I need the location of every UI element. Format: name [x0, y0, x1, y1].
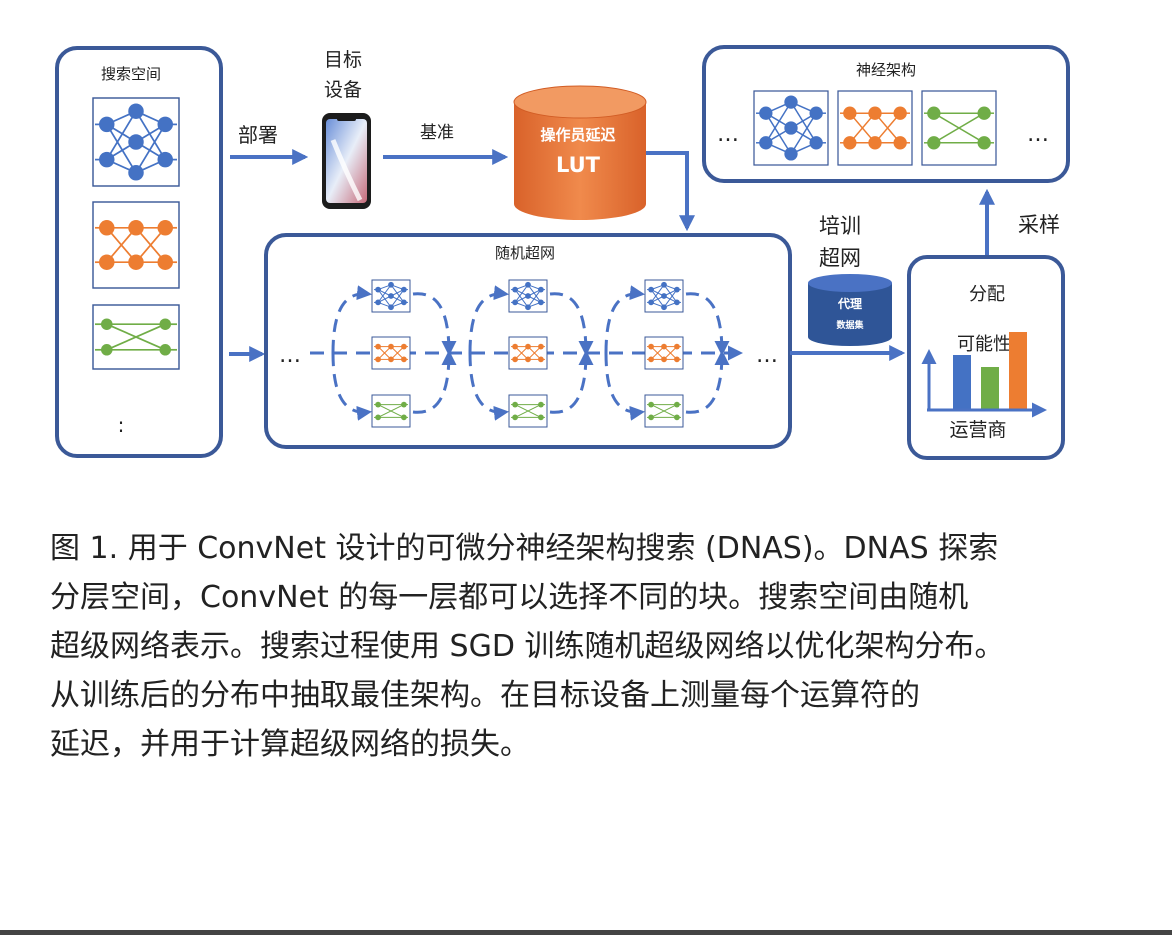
benchmark-label: 基准 — [420, 123, 454, 143]
search-space-title: 搜索空间 — [101, 65, 161, 83]
op-latency-label: 操作员延迟 — [540, 126, 615, 144]
deploy-label: 部署 — [238, 123, 278, 147]
neural-architecture-title: 神经架构 — [856, 61, 916, 79]
caption-line-4: 从训练后的分布中抽取最佳架构。在目标设备上测量每个运算符的 — [50, 678, 920, 713]
sampling-label: 采样 — [1018, 213, 1060, 237]
supernet-layer-2 — [468, 279, 594, 428]
phone-icon — [322, 113, 371, 209]
neural-architecture-panel: 神经架构 … … — [702, 45, 1070, 183]
probability-label: 可能性 — [957, 334, 1011, 355]
bottom-border — [0, 930, 1172, 935]
search-block-green — [92, 304, 180, 370]
supernet-block-1-orange — [371, 336, 411, 370]
proxy-dataset-label-1: 代理 — [837, 296, 862, 311]
search-space-panel: 搜索空间 : — [55, 46, 223, 458]
caption-line-5: 延迟，并用于计算超级网络的损失。 — [50, 727, 530, 762]
proxy-dataset-label-2: 数据集 — [836, 319, 864, 331]
probability-bar-green — [981, 367, 999, 409]
figure-caption: 图 1. 用于 ConvNet 设计的可微分神经架构搜索 (DNAS)。DNAS… — [50, 524, 1130, 769]
supernet-layers — [310, 279, 743, 428]
supernet-layer-3 — [604, 279, 730, 428]
train-supernet-label-2: 超网 — [819, 246, 861, 270]
target-device-label-1: 目标 — [324, 49, 362, 71]
search-space-more: : — [118, 413, 125, 437]
lut-label: LUT — [556, 153, 601, 177]
supernet-block-2-green — [508, 394, 548, 428]
supernet-block-1-green — [371, 394, 411, 428]
distribution-panel: 分配 可能性 运营商 — [907, 255, 1065, 460]
probability-bars — [953, 332, 1027, 409]
lut-to-supernet-arrow — [646, 151, 695, 232]
probability-bar-blue — [953, 355, 971, 409]
probability-bar-orange — [1009, 332, 1027, 409]
supernet-block-2-blue — [508, 279, 548, 313]
caption-line-1: 图 1. 用于 ConvNet 设计的可微分神经架构搜索 (DNAS)。DNAS… — [50, 531, 999, 566]
supernet-block-1-blue — [371, 279, 411, 313]
distribution-title: 分配 — [969, 284, 1005, 305]
stochastic-supernet-panel: 随机超网 … … — [264, 233, 792, 449]
supernet-ellipsis-right: … — [756, 343, 778, 368]
search-block-blue — [92, 97, 180, 187]
arch-ellipsis-left: … — [717, 122, 739, 147]
supernet-block-3-blue — [644, 279, 684, 313]
supernet-block-2-orange — [508, 336, 548, 370]
arch-ellipsis-right: … — [1027, 122, 1049, 147]
arch-block-green — [921, 90, 997, 166]
supernet-layer-1 — [331, 279, 457, 428]
search-block-orange — [92, 201, 180, 289]
lut-cylinder-icon — [513, 85, 647, 220]
train-supernet-label-1: 培训 — [819, 214, 861, 238]
caption-line-2: 分层空间，ConvNet 的每一层都可以选择不同的块。搜索空间由随机 — [50, 580, 969, 615]
supernet-block-3-green — [644, 394, 684, 428]
operator-label: 运营商 — [949, 419, 1006, 441]
stochastic-supernet-title: 随机超网 — [495, 244, 555, 262]
supernet-ellipsis-left: … — [279, 343, 301, 368]
proxy-dataset-cylinder-icon — [808, 274, 892, 346]
dnas-diagram: 搜索空间 : 部署 目标 设备 基准 操作员延迟 LUT 神经架构 … … 采 — [55, 45, 1070, 460]
target-device-label-2: 设备 — [324, 79, 362, 101]
arch-block-orange — [837, 90, 913, 166]
caption-line-3: 超级网络表示。搜索过程使用 SGD 训练随机超级网络以优化架构分布。 — [50, 629, 1005, 664]
arch-block-blue — [753, 90, 829, 166]
supernet-block-3-orange — [644, 336, 684, 370]
